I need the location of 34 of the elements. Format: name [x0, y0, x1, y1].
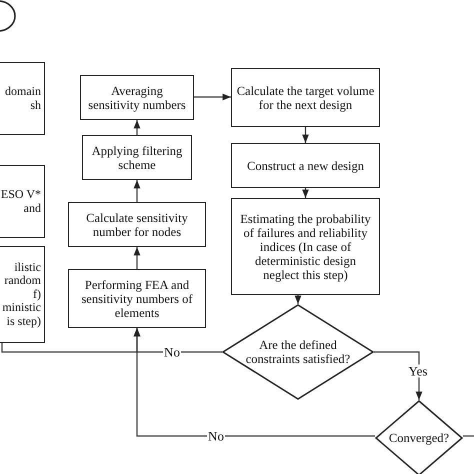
- step-text: ilistic random f) ministic is step): [1, 260, 41, 328]
- step-text: Averaging sensitivity numbers: [87, 84, 187, 112]
- process-box: [0, 165, 45, 238]
- process-box: [231, 68, 380, 127]
- process-box: [82, 135, 192, 180]
- arrow: [134, 328, 375, 437]
- process-box: [68, 269, 206, 328]
- step-text: Estimating the probability of failures and reliability indices (In case of deterministic design neglect this step): [239, 212, 372, 282]
- step-text: ESO V* and: [0, 188, 41, 215]
- decision-text: Converged?: [388, 431, 450, 445]
- edge-label: Yes: [408, 364, 428, 378]
- arrow: [134, 120, 140, 135]
- process-box: [0, 62, 45, 135]
- process-box: [0, 246, 45, 343]
- step-text: Calculate the target volume for the next design: [236, 84, 375, 112]
- process-box: [80, 75, 194, 120]
- process-box: [231, 198, 380, 295]
- step-text: Applying filtering scheme: [90, 144, 184, 172]
- arrow: [374, 351, 422, 400]
- arrow: [194, 94, 231, 100]
- arrow: [134, 180, 140, 202]
- arrow: [302, 188, 309, 198]
- decision-text: Are the defined constraints satisfied?: [244, 338, 352, 366]
- step-text: Performing FEA and sensitivity numbers of elements: [80, 278, 194, 320]
- process-box: [231, 143, 380, 188]
- step-text: domain sh: [4, 85, 41, 112]
- edge-label: No: [163, 346, 181, 358]
- process-box: [68, 202, 206, 247]
- step-text: Construct a new design: [247, 158, 364, 172]
- arrow: [302, 127, 309, 143]
- arrow: [294, 295, 302, 304]
- edge-label: No: [207, 430, 225, 442]
- step-text: Calculate sensitivity number for nodes: [85, 210, 189, 238]
- arrow: [134, 247, 140, 269]
